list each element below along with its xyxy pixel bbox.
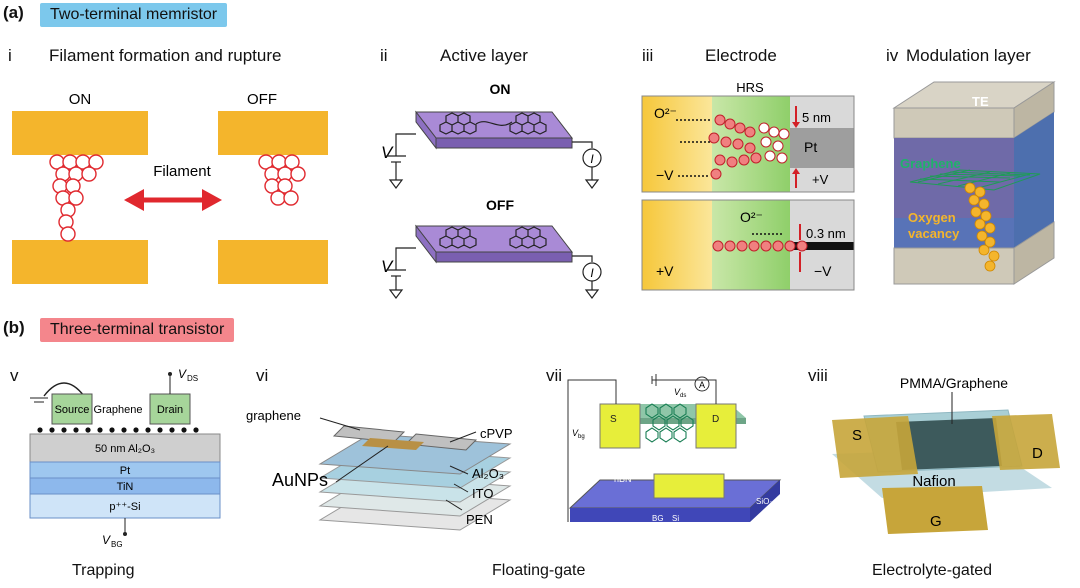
- part-a-tag: Two-terminal memristor: [40, 3, 228, 27]
- off-bottom-electrode: [218, 240, 328, 284]
- off-label: OFF: [247, 91, 277, 108]
- svg-text:ITO: ITO: [472, 486, 493, 501]
- svg-text:TiN: TiN: [117, 481, 134, 493]
- svg-text:+V: +V: [656, 263, 674, 279]
- svg-text:BE: BE: [946, 284, 964, 299]
- svg-text:Oxygen: Oxygen: [908, 210, 956, 225]
- svg-text:ON: ON: [490, 81, 511, 97]
- active-layer-diagram: ON V I OFF V I: [381, 81, 602, 299]
- svg-text:A: A: [699, 380, 705, 390]
- svg-text:Source: Source: [55, 404, 90, 416]
- part-b-label: (b): [3, 318, 25, 337]
- svg-text:O²⁻: O²⁻: [654, 105, 677, 121]
- electrolyte-gated-diagram: PMMA/Graphene S D Nafion G: [832, 375, 1060, 534]
- trapping-diagram: Source Graphene Drain V DS 50 nm Al₂O₃ P…: [29, 367, 221, 549]
- panel-i-numeral: i: [8, 46, 12, 65]
- svg-text:DS: DS: [187, 374, 198, 383]
- svg-text:ds: ds: [680, 393, 686, 399]
- panel-vii-numeral: vii: [546, 366, 563, 385]
- panel-i-title: Filament formation and rupture: [49, 46, 282, 65]
- svg-text:5 nm: 5 nm: [802, 110, 831, 125]
- svg-text:Al₂O₃: Al₂O₃: [472, 466, 504, 481]
- panel-vi-numeral: vi: [256, 366, 269, 385]
- filament-diagram: ON OFF Filament: [12, 91, 328, 284]
- svg-text:HRS: HRS: [736, 80, 764, 95]
- oxygen-vacancies: [964, 182, 1000, 272]
- svg-text:Graphene: Graphene: [900, 156, 961, 171]
- svg-text:Pt: Pt: [120, 465, 130, 477]
- svg-text:hBN: hBN: [614, 474, 632, 484]
- svg-text:50 nm Al₂O₃: 50 nm Al₂O₃: [95, 443, 155, 455]
- svg-text:S: S: [852, 427, 862, 444]
- svg-text:V: V: [674, 387, 681, 397]
- caption-trapping: Trapping: [72, 562, 135, 579]
- panel-iii-numeral: iii: [642, 46, 654, 65]
- on-bottom-electrode: [12, 240, 148, 284]
- part-a-label: (a): [3, 3, 24, 22]
- off-device: [414, 224, 574, 264]
- svg-text:V: V: [381, 257, 394, 276]
- caption-floating-gate: Floating-gate: [492, 562, 586, 579]
- double-arrow: [124, 189, 222, 211]
- panel-ii-title: Active layer: [440, 46, 528, 65]
- svg-text:V: V: [102, 533, 111, 547]
- svg-text:graphene: graphene: [246, 408, 301, 423]
- svg-text:PMMA/Graphene: PMMA/Graphene: [900, 375, 1008, 391]
- electrode-diagram: HRS O²⁻ −V 5 nm Pt +V O²⁻ 0.3 nm +V −V: [641, 80, 855, 291]
- on-device: [414, 110, 574, 150]
- svg-text:TE: TE: [972, 94, 989, 109]
- panel-viii-numeral: viii: [808, 366, 828, 385]
- floating-gate-diagram: graphene AuNPs cPVP Al₂O₃ ITO PEN: [246, 408, 513, 531]
- svg-text:AuNPs: AuNPs: [272, 470, 328, 490]
- svg-text:SiO₂: SiO₂: [756, 497, 772, 506]
- panel-iii-title: Electrode: [705, 46, 777, 65]
- svg-text:I: I: [590, 266, 594, 280]
- svg-text:cPVP: cPVP: [480, 426, 513, 441]
- svg-text:D: D: [1032, 445, 1043, 462]
- modulation-layer-diagram: TE Graphene Oxygen vacancy BE: [892, 81, 1056, 299]
- svg-text:I: I: [590, 152, 594, 166]
- svg-text:BG: BG: [652, 514, 664, 523]
- svg-text:Drain: Drain: [157, 404, 183, 416]
- panel-iv-title: Modulation layer: [906, 46, 1031, 65]
- svg-text:D: D: [712, 414, 719, 425]
- off-filament: [258, 154, 306, 206]
- svg-text:Si: Si: [672, 514, 679, 523]
- svg-text:Graphene: Graphene: [94, 404, 143, 416]
- svg-text:V: V: [381, 143, 394, 162]
- svg-text:Nafion: Nafion: [912, 473, 955, 490]
- svg-text:V: V: [178, 367, 187, 381]
- svg-text:bg: bg: [578, 434, 585, 440]
- svg-text:−V: −V: [814, 263, 832, 279]
- svg-text:Pt: Pt: [804, 139, 817, 155]
- svg-text:0.3 nm: 0.3 nm: [806, 226, 846, 241]
- panel-v-numeral: v: [10, 366, 19, 385]
- hbn-floating-gate-diagram: A V ds V bg S D hBN MLG BG Si SiO₂: [567, 374, 782, 523]
- svg-text:p⁺⁺-Si: p⁺⁺-Si: [109, 501, 140, 513]
- on-label: ON: [69, 91, 92, 108]
- panel-iv-numeral: iv: [886, 46, 899, 65]
- on-top-electrode: [12, 111, 148, 155]
- svg-text:O²⁻: O²⁻: [740, 209, 763, 225]
- off-top-electrode: [218, 111, 328, 155]
- on-filament: [49, 154, 104, 242]
- svg-text:OFF: OFF: [486, 197, 514, 213]
- svg-text:S: S: [610, 414, 617, 425]
- svg-text:−V: −V: [656, 167, 674, 183]
- svg-text:vacancy: vacancy: [908, 226, 960, 241]
- svg-text:G: G: [930, 513, 942, 530]
- svg-text:BG: BG: [111, 540, 123, 549]
- svg-text:MLG: MLG: [738, 466, 758, 476]
- svg-text:+V: +V: [812, 172, 829, 187]
- svg-text:V: V: [572, 428, 579, 438]
- svg-text:PEN: PEN: [466, 512, 493, 527]
- caption-electrolyte-gated: Electrolyte-gated: [872, 562, 993, 579]
- panel-ii-numeral: ii: [380, 46, 388, 65]
- filament-label: Filament: [153, 163, 211, 180]
- part-b-tag: Three-terminal transistor: [40, 318, 235, 342]
